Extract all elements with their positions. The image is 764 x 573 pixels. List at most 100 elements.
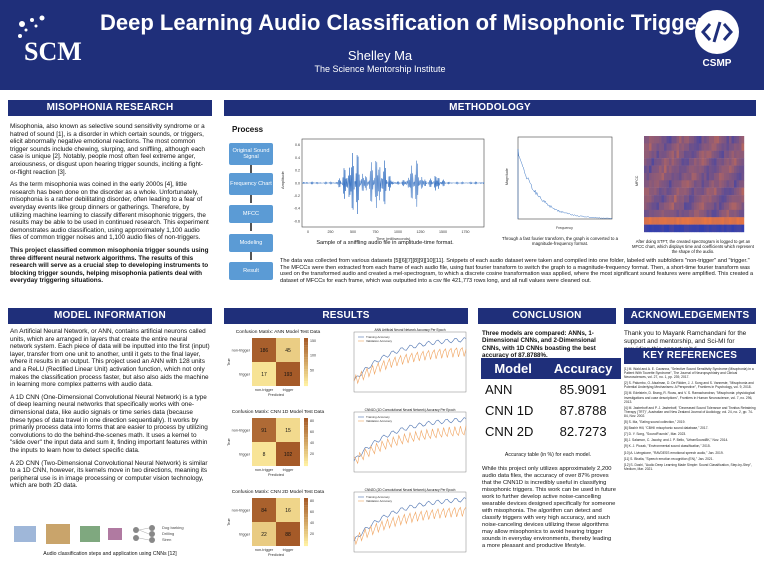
- mfcc-cell: [719, 188, 722, 196]
- confusion-col-label: non-trigger: [255, 548, 274, 552]
- mfcc-cell: [684, 202, 687, 210]
- mfcc-cell: [707, 195, 710, 203]
- mfcc-cell: [709, 180, 712, 188]
- waveform-xtick: 1500: [439, 230, 447, 234]
- mfcc-cell: [719, 180, 722, 188]
- confusion-value: 102: [284, 452, 293, 458]
- ref-item: [2] S. Palumbo, O. Alsalman, D. De Ridde…: [624, 381, 756, 389]
- scmi-logo: SCMI: [12, 14, 82, 76]
- mfcc-cell: [654, 195, 657, 203]
- mfcc-cell: [649, 210, 652, 218]
- colorbar-cell: [304, 367, 308, 370]
- mfcc-cell: [647, 180, 650, 188]
- mfcc-cell: [644, 210, 647, 218]
- colorbar-cell: [304, 355, 308, 358]
- mfcc-cell: [737, 188, 740, 196]
- mfcc-cell: [694, 188, 697, 196]
- colorbar-cell: [304, 529, 308, 532]
- colorbar-cell: [304, 350, 308, 353]
- mfcc-cell: [724, 136, 727, 144]
- mfcc-cell: [684, 151, 687, 159]
- colorbar-cell: [304, 425, 308, 428]
- mfcc-cell: [679, 188, 682, 196]
- mfcc-cell: [719, 143, 722, 151]
- colorbar-cell: [304, 442, 308, 445]
- mfcc-cell: [709, 210, 712, 218]
- mfcc-cell: [647, 210, 650, 218]
- mfcc-cell: [709, 195, 712, 203]
- mfcc-cell: [702, 195, 705, 203]
- step-original-sound: Original Sound Signal: [229, 143, 273, 165]
- mfcc-cell: [674, 166, 677, 174]
- mfcc-cell: [702, 143, 705, 151]
- colorbar-cell: [304, 508, 308, 511]
- mfcc-cell: [672, 210, 675, 218]
- mfcc-cell: [727, 210, 730, 218]
- confusion-value: 17: [261, 372, 267, 378]
- colorbar-cell: [304, 510, 308, 513]
- mfcc-cell: [729, 210, 732, 218]
- mfcc-cell: [669, 158, 672, 166]
- ref-item: [10] A. Livingstone, "RAVDESS emotional …: [624, 451, 756, 455]
- mfcc-cell: [712, 210, 715, 218]
- colorbar-cell: [304, 527, 308, 530]
- mfcc-cell: [667, 166, 670, 174]
- mfcc-cell: [647, 225, 650, 233]
- ref-item: [7] D. Y. Song, "SoundFounds", Mar. 2023…: [624, 432, 756, 436]
- mfcc-cell: [717, 195, 720, 203]
- mfcc-cell: [652, 210, 655, 218]
- mfcc-cell: [669, 195, 672, 203]
- mfcc-cell: [684, 210, 687, 218]
- mfcc-cell: [669, 143, 672, 151]
- mfcc-cell: [712, 158, 715, 166]
- mfcc-cell: [699, 180, 702, 188]
- mfcc-cell: [694, 136, 697, 144]
- mfcc-cell: [659, 210, 662, 218]
- mfcc-cell: [717, 217, 720, 225]
- mfcc-cell: [649, 225, 652, 233]
- mfcc-cell: [652, 143, 655, 151]
- mfcc-cell: [704, 143, 707, 151]
- mfcc-cell: [679, 225, 682, 233]
- mfcc-cell: [729, 195, 732, 203]
- mfcc-cell: [672, 136, 675, 144]
- mfcc-cell: [739, 195, 742, 203]
- waveform-ytick: -0.4: [294, 207, 300, 211]
- mfcc-cell: [654, 173, 657, 181]
- mfcc-cell: [679, 217, 682, 225]
- mfcc-cell: [677, 136, 680, 144]
- mfcc-cell: [719, 151, 722, 159]
- mfcc-cell: [694, 158, 697, 166]
- confusion-row-label: trigger: [239, 373, 250, 377]
- confusion-matrix-title: Confusion Matrix: ANN Model Test Data: [236, 329, 321, 335]
- mfcc-cell: [737, 210, 740, 218]
- mfcc-cell: [692, 217, 695, 225]
- mfcc-cell: [687, 136, 690, 144]
- mfcc-cell: [674, 225, 677, 233]
- mfcc-cell: [694, 210, 697, 218]
- mfcc-cell: [734, 225, 737, 233]
- colorbar-cell: [304, 536, 308, 539]
- mfcc-cell: [734, 210, 737, 218]
- colorbar-cell: [304, 449, 308, 452]
- confusion-value: 22: [261, 532, 267, 538]
- mfcc-cell: [719, 210, 722, 218]
- mfcc-cell: [712, 217, 715, 225]
- mfcc-cell: [684, 173, 687, 181]
- mfcc-cell: [714, 195, 717, 203]
- mfcc-cell: [712, 202, 715, 210]
- mfcc-cell: [657, 217, 660, 225]
- colorbar-cell: [304, 541, 308, 544]
- mfcc-cell: [699, 225, 702, 233]
- mfcc-cell: [689, 136, 692, 144]
- mfcc-cell: [647, 173, 650, 181]
- mfcc-cell: [734, 136, 737, 144]
- mfcc-cell: [717, 210, 720, 218]
- research-p1: Misophonia, also known as selective soun…: [10, 123, 210, 176]
- mfcc-cell: [729, 158, 732, 166]
- mfcc-cell: [652, 217, 655, 225]
- mfcc-cell: [699, 158, 702, 166]
- mfcc-cell: [682, 188, 685, 196]
- colorbar-cell: [304, 500, 308, 503]
- mfcc-cell: [732, 225, 735, 233]
